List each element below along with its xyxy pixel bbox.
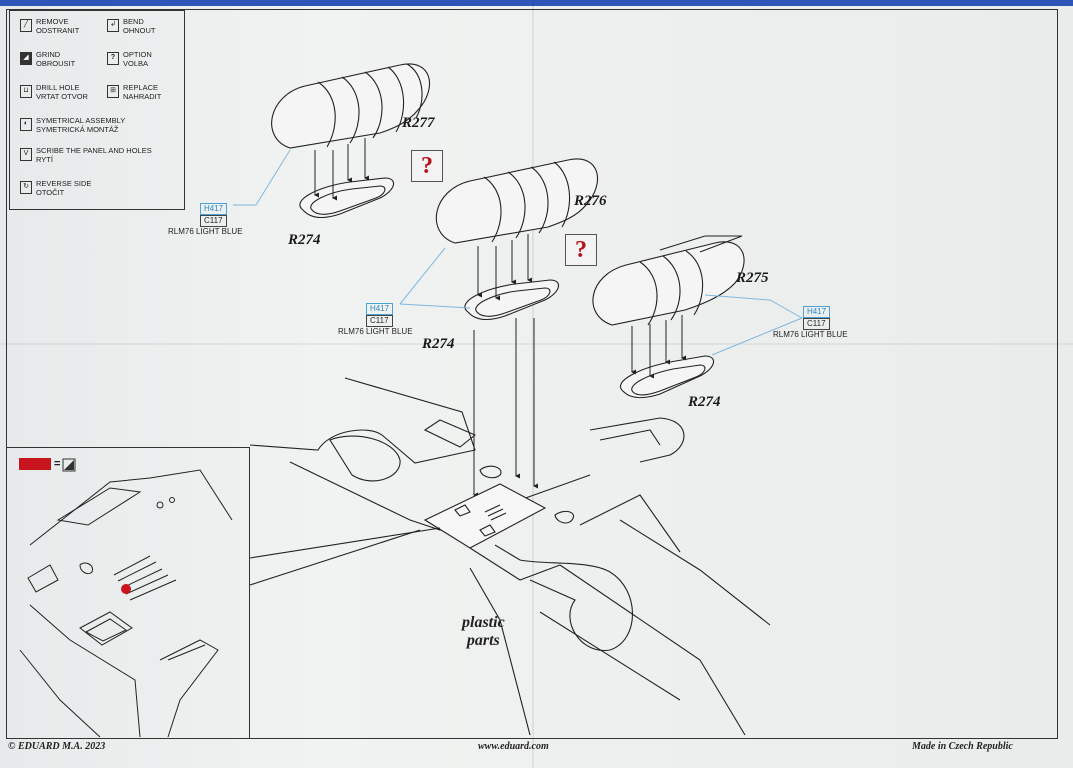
page-frame [6,9,1058,739]
symmetrical-assembly-icon: ◐ [20,118,32,131]
inset-grind-icon-fill [64,460,74,470]
label-r274-a: R274 [288,232,321,248]
top-color-band [0,0,1073,6]
paint-code-c: C117 [366,315,393,327]
label-r277: R277 [402,115,435,131]
paint-leader-c2 [711,317,803,356]
paint-leader-c1 [704,294,803,319]
paint-leader-a [233,149,291,206]
paint-code-c: C117 [803,318,830,330]
reverse-side-icon: ↻ [20,181,32,194]
option-icon: ? [107,52,119,65]
option-mark-2: ? [565,234,597,266]
paint-callout-b: H417 C117 RLM76 LIGHT BLUE [338,303,413,337]
paint-name: RLM76 LIGHT BLUE [773,330,848,339]
paint-leader-b2 [399,303,471,309]
label-r275: R275 [736,270,769,286]
inset-equals: = [54,458,61,470]
remove-icon: ╱ [20,19,32,32]
paint-code-h: H417 [366,303,394,315]
paint-code-c: C117 [200,215,227,227]
label-r274-b: R274 [422,336,455,352]
footer-website: www.eduard.com [478,741,549,752]
arrows-r276 [477,234,532,301]
replace-icon: ⊞ [107,85,119,98]
base-r274-b [464,279,559,321]
inset-grind-icon [62,458,76,472]
option-mark-1: ? [411,150,443,182]
inset-drawing [19,469,233,738]
label-r276: R276 [574,193,607,209]
detail-inset [7,447,250,738]
paint-name: RLM76 LIGHT BLUE [338,327,413,336]
paint-callout-c: H417 C117 RLM76 LIGHT BLUE [773,306,848,340]
bend-icon: ↲ [107,19,119,32]
paint-code-h: H417 [803,306,831,318]
base-r274-c [620,355,714,399]
footer-copyright: © EDUARD M.A. 2023 [8,741,106,752]
paper-fold [532,0,534,768]
drill-hole-icon: ⊔ [20,85,32,98]
pod-r277 [271,63,431,149]
red-swatch [19,458,51,470]
base-r274-a [299,177,394,219]
paint-leader-b1 [399,247,446,305]
arrows-r275 [631,315,686,379]
paint-name: RLM76 LIGHT BLUE [168,227,243,236]
paper-fold-horizontal [0,343,1073,345]
inset-red-marker [121,584,131,594]
paint-callout-a: H417 C117 RLM76 LIGHT BLUE [168,203,243,237]
grind-icon: ◢ [20,52,32,65]
arrows-r277 [314,138,369,201]
pod-r275 [592,235,745,326]
footer-origin: Made in Czech Republic [912,741,1013,752]
label-r274-c: R274 [688,394,721,410]
pod-r276 [435,158,599,244]
scribe-icon: V [20,148,32,161]
arrows-to-wing [473,318,538,498]
wing-drawing [249,377,771,736]
paint-code-h: H417 [200,203,228,215]
